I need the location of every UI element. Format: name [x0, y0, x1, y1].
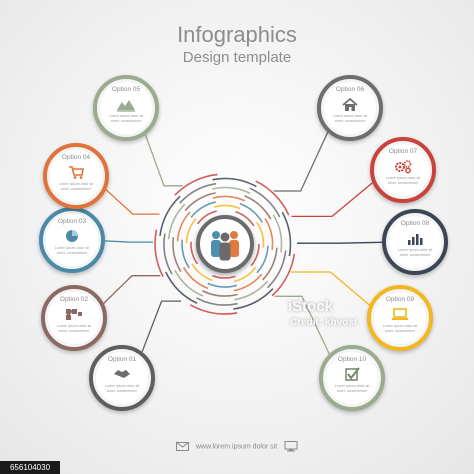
option-node: Option 03 Lorem ipsum dolor sit amet, con… [39, 207, 105, 273]
hub-ring [163, 182, 287, 306]
option-description: Lorem ipsum dolor sit amet, consectetuer [104, 384, 140, 393]
page-title: Infographics [177, 22, 297, 47]
hub-ring [181, 200, 269, 288]
option-label: Option 04 [61, 154, 91, 161]
connector-line [104, 240, 153, 243]
option-label: Option 02 [59, 296, 89, 303]
option-description: Lorem ipsum dolor sit amet, consectetuer [58, 182, 94, 191]
option-node: Option 09 Lorem ipsum dolor sit amet, con… [367, 285, 433, 351]
hub-ring [167, 186, 283, 302]
option-icon-wrap [405, 230, 425, 246]
option-label: Option 10 [337, 356, 367, 363]
header: Infographics Design template [0, 22, 474, 68]
handshake-icon [114, 370, 130, 379]
option-node: Option 01 Lorem ipsum dolor sit amet, con… [89, 345, 155, 411]
shopping-cart-icon [69, 166, 84, 179]
connector-line [141, 300, 182, 353]
option-label: Option 07 [388, 148, 418, 155]
option-label: Option 05 [111, 86, 141, 93]
option-node: Option 02 Lorem ipsum dolor sit amet, con… [41, 285, 107, 351]
laptop-icon [392, 308, 408, 320]
option-description: Lorem ipsum dolor sit amet, consectetuer [108, 114, 144, 123]
option-description: Lorem ipsum dolor sit amet, consectetuer [54, 246, 90, 255]
hub-ring [176, 195, 274, 293]
option-description: Lorem ipsum dolor sit amet, consectetuer [397, 248, 433, 257]
envelope-icon [175, 442, 189, 451]
hub-ring [158, 177, 292, 311]
option-label: Option 01 [107, 356, 137, 363]
option-label: Option 06 [335, 86, 365, 93]
checkbox-icon [345, 367, 360, 381]
footer-url: www.lorem ipsum dolor sit [195, 443, 278, 451]
option-label: Option 09 [385, 296, 415, 303]
option-node: Option 04 Lorem ipsum dolor sit amet, con… [43, 143, 109, 209]
connector-line [291, 182, 373, 218]
option-label: Option 03 [57, 218, 87, 225]
option-icon-wrap [66, 164, 86, 180]
option-node: Option 07 Lorem ipsum dolor sit amet, con… [370, 137, 436, 203]
stock-id-badge: 656104030 [0, 461, 60, 474]
watermark-brand: iStock [288, 298, 334, 315]
option-icon-wrap [340, 96, 360, 112]
connector-line [291, 271, 371, 306]
option-node: Option 06 Lorem ipsum dolor sit amet, con… [317, 75, 383, 141]
computer-icon [284, 441, 298, 452]
page-subtitle: Design template [182, 49, 292, 66]
footer: www.lorem ipsum dolor sit [0, 441, 474, 452]
hub-ring [185, 204, 265, 284]
hub-circle [196, 215, 254, 273]
connector-line [274, 295, 330, 355]
option-icon-wrap [390, 306, 410, 322]
option-node: Option 05 Lorem ipsum dolor sit amet, con… [93, 75, 159, 141]
connector-line [273, 132, 329, 192]
option-description: Lorem ipsum dolor sit amet, consectetuer [382, 324, 418, 333]
gears-icon [395, 160, 412, 174]
option-node: Option 10 Lorem ipsum dolor sit amet, con… [319, 345, 385, 411]
option-icon-wrap [112, 366, 132, 382]
option-icon-wrap [342, 366, 362, 382]
watermark-credit: Credit: khvost [290, 317, 358, 328]
option-description: Lorem ipsum dolor sit amet, consectetuer [56, 324, 92, 333]
option-node: Option 08 Lorem ipsum dolor sit amet, con… [382, 209, 448, 275]
option-icon-wrap [116, 96, 136, 112]
connector-line [105, 189, 160, 215]
option-icon-wrap [62, 228, 82, 244]
hub-ring [190, 209, 260, 279]
option-icon-wrap [64, 306, 84, 322]
connector-line [297, 241, 383, 244]
connector-lines [103, 132, 383, 355]
bar-chart-icon [408, 234, 423, 245]
house-icon [342, 97, 358, 111]
connector-line [144, 134, 183, 187]
mountain-chart-icon [117, 100, 135, 112]
puzzle-icon [66, 309, 82, 320]
option-icon-wrap [393, 158, 413, 174]
option-description: Lorem ipsum dolor sit amet, consectetuer [332, 114, 368, 123]
option-description: Lorem ipsum dolor sit amet, consectetuer [334, 384, 370, 393]
people-group-icon [211, 231, 239, 261]
option-label: Option 08 [400, 220, 430, 227]
option-description: Lorem ipsum dolor sit amet, consectetuer [385, 176, 421, 185]
pie-chart-icon [66, 230, 78, 242]
watermark: iStock Credit: khvost [288, 298, 357, 328]
connector-line [103, 275, 161, 304]
